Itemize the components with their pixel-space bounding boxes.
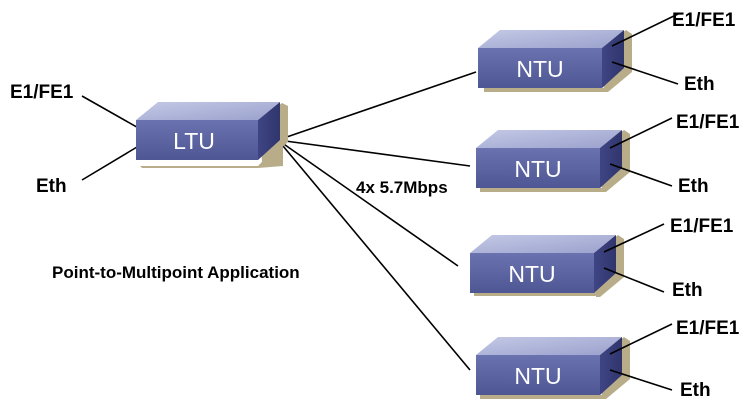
- link-to-ntu-3: [277, 139, 459, 267]
- ntu-4-label: NTU: [514, 363, 561, 389]
- ntu-2-front: [476, 148, 600, 188]
- ntu-1-shadow-bottom: [484, 88, 604, 92]
- ntu-1-front: [478, 48, 602, 88]
- ltu-ports: E1/FE1 Eth: [10, 82, 143, 197]
- radio-links: [277, 71, 477, 371]
- ltu-label: LTU: [173, 128, 215, 154]
- ntu-1-port-eth-label: Eth: [684, 74, 715, 95]
- ntu-1-side: [602, 30, 624, 88]
- ltu-top: [136, 102, 280, 120]
- ntu-2-label: NTU: [514, 156, 561, 182]
- ntu-3-port-eth-label: Eth: [672, 280, 703, 301]
- ntu-4-top: [476, 337, 622, 355]
- diagram-caption: Point-to-Multipoint Application: [52, 263, 300, 282]
- ntu-2-port-e1-label: E1/FE1: [676, 112, 740, 133]
- ntu-3-e1-wire: [603, 223, 665, 253]
- ltu-shadow: [140, 112, 283, 168]
- link-to-ntu-1: [277, 71, 477, 141]
- ntu-2-eth-wire: [609, 163, 673, 187]
- ntu-4: NTU E1/FE1 Eth: [476, 318, 740, 401]
- ntu-1-eth-wire: [611, 61, 679, 85]
- ltu-e1-wire: [81, 95, 143, 131]
- ntu-4-port-eth-label: Eth: [680, 380, 711, 401]
- ntu-4-e1-wire: [609, 323, 673, 355]
- ntu-3-shadow-bottom: [474, 292, 596, 296]
- ntu-3: NTU E1/FE1 Eth: [470, 216, 734, 301]
- ltu-port-e1-label: E1/FE1: [10, 82, 74, 103]
- ltu-port-eth-label: Eth: [36, 176, 67, 197]
- ntu-3-front: [470, 253, 594, 293]
- rate-label: 4x 5.7Mbps: [356, 178, 448, 197]
- ntu-2-e1-wire: [609, 117, 673, 149]
- ntu-3-port-e1-label: E1/FE1: [670, 216, 734, 237]
- ntu-1-top: [478, 30, 624, 48]
- ntu-2: NTU E1/FE1 Eth: [476, 112, 740, 197]
- ltu-eth-wire: [81, 143, 143, 181]
- ntu-1-e1-wire: [611, 13, 679, 47]
- ntu-3-top: [470, 235, 616, 253]
- ntu-1-port-e1-label: E1/FE1: [672, 10, 736, 31]
- ltu-box: LTU: [136, 102, 288, 168]
- ntu-4-port-e1-label: E1/FE1: [676, 318, 740, 339]
- ntu-1: NTU E1/FE1 Eth: [478, 10, 736, 95]
- ntu-3-eth-wire: [603, 267, 665, 293]
- ntu-3-label: NTU: [508, 261, 555, 287]
- ntu-2-top: [476, 130, 622, 148]
- ltu-side: [258, 102, 280, 160]
- link-to-ntu-4: [277, 139, 471, 371]
- ntu-2-shadow-bottom: [480, 188, 602, 192]
- ntu-2-port-eth-label: Eth: [678, 176, 709, 197]
- ntu-4-eth-wire: [609, 369, 673, 391]
- ntu-4-front: [476, 355, 600, 395]
- ltu-front: [136, 120, 258, 160]
- ntu-4-shadow-bottom: [480, 395, 602, 399]
- ntu-1-label: NTU: [516, 56, 563, 82]
- link-to-ntu-2: [277, 139, 471, 167]
